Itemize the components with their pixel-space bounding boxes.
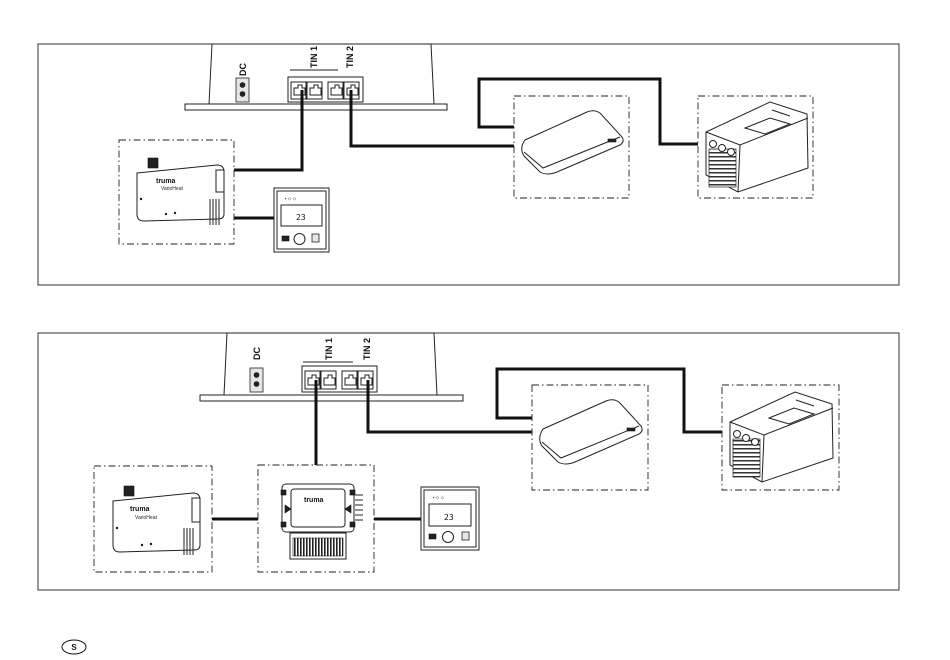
screw-icon	[174, 212, 176, 214]
control-panel: 23 ⬪ ⬦ ⬦	[421, 487, 479, 550]
panel-rotary-knob	[294, 234, 305, 245]
dc-connector	[250, 368, 263, 392]
control-box: DC TIN 1 TIN 2	[185, 44, 447, 110]
adapter-vent-grill	[293, 538, 343, 556]
screw-icon	[141, 544, 143, 546]
screw-icon	[140, 198, 142, 200]
adapter-brand-text: truma	[304, 497, 324, 504]
dc-connector-label: DC	[252, 347, 262, 360]
control-box-mount-plate	[200, 395, 463, 401]
dc-pin-icon	[254, 373, 259, 378]
control-panel: 23 ⬪ ⬦ ⬦	[274, 188, 329, 252]
unit-outlet-icon	[710, 141, 717, 148]
panel-status-icons: ⬪ ⬦ ⬦	[433, 495, 445, 501]
diagram-1: DC TIN 1 TIN 2 truma	[38, 44, 899, 285]
unit-outlet-icon	[719, 145, 726, 152]
heater-gas-nozzle	[148, 158, 158, 168]
mount-tab	[350, 522, 355, 527]
tin1-port-a	[305, 371, 320, 389]
aircon-badge	[608, 139, 616, 142]
panel-brand-mark	[462, 532, 469, 540]
mount-tab	[350, 490, 355, 495]
truma-adapter: truma	[258, 465, 374, 572]
country-badge: S	[62, 640, 86, 654]
heater-model-text: VarioHeat	[161, 186, 183, 192]
adapter-face	[291, 489, 345, 527]
mount-tab	[281, 490, 286, 495]
heater-model-text: VarioHeat	[135, 515, 157, 521]
heater-varioheat: truma VarioHeat	[119, 140, 234, 244]
tin1-label: TIN 1	[309, 46, 319, 68]
adapter-cable-loom	[355, 495, 363, 520]
aircon-badge	[627, 428, 635, 431]
dc-pin-icon	[254, 382, 259, 387]
tin1-port-b	[321, 371, 336, 389]
heater-outlet	[192, 498, 200, 522]
unit-outlet-icon	[728, 149, 735, 156]
control-box-mount-plate	[185, 104, 447, 110]
roof-aircon	[532, 385, 648, 490]
control-box: DC TIN 1 TIN 2	[200, 333, 463, 401]
roof-aircon	[514, 96, 629, 198]
country-badge-text: S	[71, 643, 77, 652]
panel-back-button	[282, 236, 289, 241]
tin2-port-b	[358, 371, 373, 389]
dc-pin-icon	[240, 92, 245, 97]
heater-brand-text: truma	[156, 178, 176, 185]
floor-aircon-unit	[698, 96, 813, 198]
panel-status-icons: ⬪ ⬦ ⬦	[285, 196, 297, 202]
tin2-port-a	[342, 371, 357, 389]
heater-varioheat: truma VarioHeat	[94, 466, 212, 572]
dc-pin-icon	[240, 83, 245, 88]
tin1-label: TIN 1	[324, 338, 334, 360]
heater-body	[137, 165, 224, 221]
unit-outlet-icon	[743, 435, 750, 442]
heater-gas-nozzle	[124, 486, 134, 496]
panel-brand-mark	[312, 234, 319, 242]
screw-icon	[165, 213, 167, 215]
unit-outlet-icon	[752, 439, 759, 446]
unit-outlet-icon	[734, 431, 741, 438]
panel-rotary-knob	[443, 532, 454, 543]
panel-back-button	[429, 534, 436, 539]
panel-temperature: 23	[444, 513, 454, 522]
floor-aircon-unit	[722, 385, 839, 490]
panel-temperature: 23	[296, 213, 306, 222]
heater-brand-text: truma	[130, 506, 150, 513]
screw-icon	[150, 543, 152, 545]
tin2-label: TIN 2	[362, 338, 372, 360]
dc-connector-label: DC	[238, 63, 248, 76]
screw-icon	[116, 527, 118, 529]
tin2-label: TIN 2	[345, 46, 355, 68]
mount-tab	[281, 522, 286, 527]
heater-outlet	[216, 170, 224, 192]
aircon-body	[540, 400, 642, 464]
diagram-2: DC TIN 1 TIN 2 truma Var	[38, 333, 899, 590]
dc-connector	[236, 78, 249, 102]
